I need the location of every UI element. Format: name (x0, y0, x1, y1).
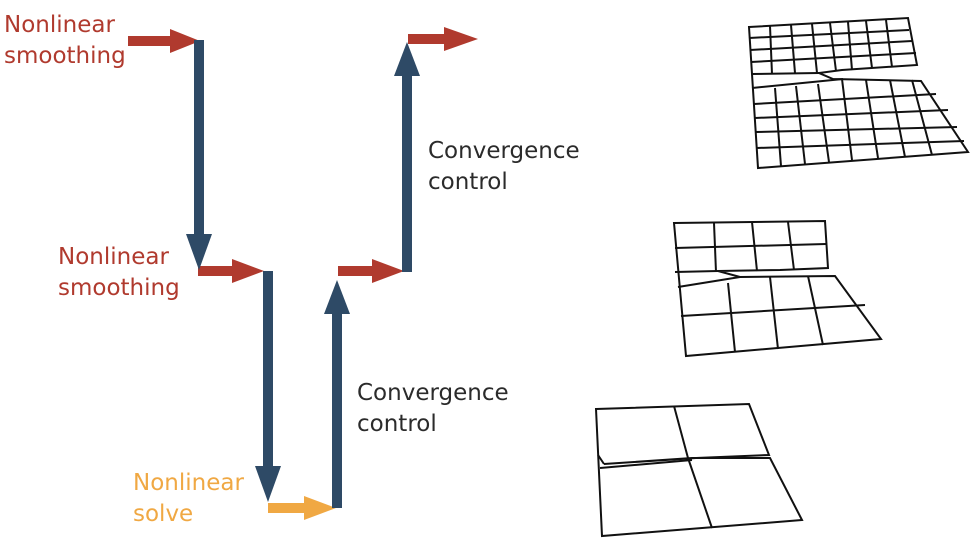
prolongation-arrow-2 (394, 42, 420, 272)
smoothing-arrow-mid (198, 259, 264, 283)
smoothing-arrow-right-upper (408, 27, 478, 51)
smoothing-label-mid-line2: smoothing (58, 275, 180, 301)
restriction-arrow-2 (255, 271, 281, 502)
smoothing-label-top-line2: smoothing (4, 43, 126, 69)
smoothing-arrow-right-lower (338, 259, 404, 283)
solve-arrow (268, 496, 336, 520)
convergence-control-label-upper: Convergence control (428, 136, 580, 198)
solve-label: Nonlinear solve (133, 468, 244, 530)
convergence-control-lower-line2: control (357, 411, 437, 437)
smoothing-arrow-top (128, 29, 200, 53)
coarse-mesh (594, 402, 804, 538)
smoothing-label-top: Nonlinear smoothing (4, 10, 126, 72)
convergence-control-upper-line1: Convergence (428, 138, 580, 164)
convergence-control-lower-line1: Convergence (357, 380, 509, 406)
smoothing-label-top-line1: Nonlinear (4, 12, 115, 38)
convergence-control-label-lower: Convergence control (357, 378, 509, 440)
medium-mesh (672, 219, 883, 358)
fine-mesh (747, 16, 970, 170)
solve-label-line2: solve (133, 501, 194, 527)
convergence-control-upper-line2: control (428, 169, 508, 195)
smoothing-label-mid-line1: Nonlinear (58, 244, 169, 270)
smoothing-label-mid: Nonlinear smoothing (58, 242, 180, 304)
solve-label-line1: Nonlinear (133, 470, 244, 496)
restriction-arrow-1 (186, 40, 212, 270)
prolongation-arrow-1 (324, 280, 350, 508)
